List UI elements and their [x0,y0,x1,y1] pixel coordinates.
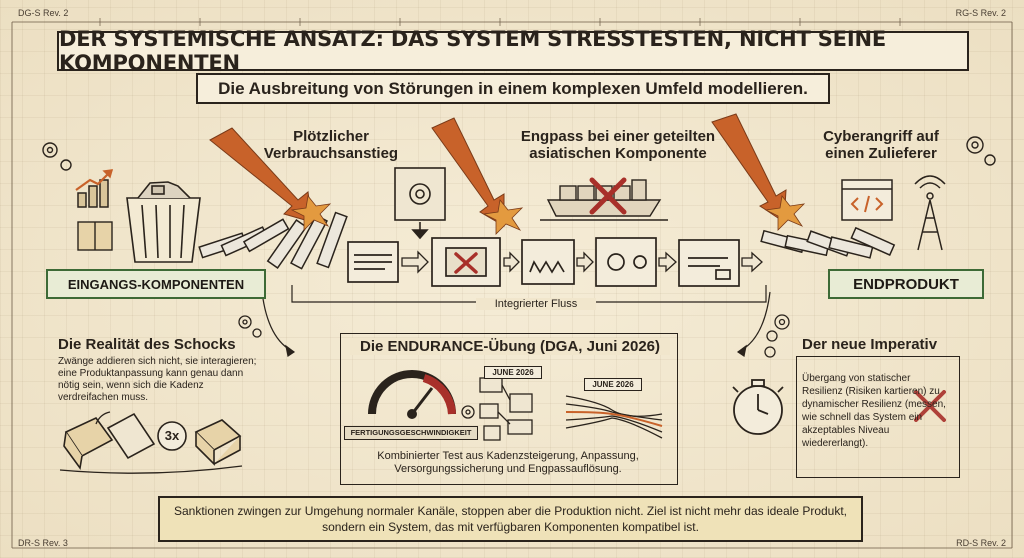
corner-label-bottom-left: DR-S Rev. 3 [18,538,68,548]
flow-arrows [401,250,763,274]
process-box-1 [347,241,399,283]
impact-burst [290,195,806,235]
panel-imperative-title: Der neue Imperativ [802,336,938,353]
corner-label-top-right: RG-S Rev. 2 [955,8,1006,18]
process-box-5 [678,239,740,287]
domino-chain-right [760,226,896,259]
curved-arrow-left [261,291,296,357]
blocked-x-icon [914,390,946,422]
radio-tower-icon [914,175,946,251]
speed-gauge-icon [368,370,456,419]
blocked-x-icon [589,177,627,215]
footer-note: Sanktionen zwingen zur Umgehung normaler… [158,496,863,542]
panel-imperative-frame [796,356,960,478]
end-product-banner: ENDPRODUKT [828,269,984,299]
cargo-box-icon [194,419,242,466]
blocked-x-icon [454,252,478,274]
multiplier-circle [157,421,187,451]
growth-chart-icon [75,169,114,208]
gear-icon [238,314,790,358]
cyber-window-icon [841,179,893,221]
flowchart-icon [479,377,533,441]
gear-icon [42,142,72,171]
stopwatch-icon [732,379,784,435]
shock-label-component-shortage: Engpass bei einer geteilten asiatischen … [520,128,716,162]
gear-icon [461,405,475,419]
corner-label-top-left: DG-S Rev. 2 [18,8,69,18]
panel-endurance-frame [340,333,678,485]
gear-icon [966,136,996,166]
curved-arrow-right [736,291,771,357]
integrated-flow-label: Integrierter Fluss [476,298,596,310]
parcel-icon [77,221,113,251]
cargo-box-icon [106,412,156,460]
cargo-box-icon [63,416,114,471]
domino-chain-left [198,211,348,270]
input-components-banner: EINGANGS-KOMPONENTEN [46,269,266,299]
shock-label-demand-spike: Plötzlicher Verbrauchsanstieg [263,128,399,162]
process-box-2-blocked [431,237,501,287]
panel-shock-reality-title: Die Realität des Schocks [58,336,236,353]
corner-label-bottom-right: RD-S Rev. 2 [956,538,1006,548]
multiplier-label: 3x [164,428,180,443]
panel-shock-reality-text: Zwänge addieren sich nicht, sie interagi… [58,356,257,403]
date-tag-1: JUNE 2026 [484,366,542,379]
page-subtitle: Die Ausbreitung von Störungen in einem k… [196,73,830,104]
shock-arrow-right [711,113,787,223]
panel-endurance-title: Die ENDURANCE-Übung (DGA, Juni 2026) [350,338,670,355]
shock-label-cyberattack: Cyberangriff auf einen Zulieferer [823,128,939,162]
gauge-label: FERTIGUNGSGESCHWINDIGKEIT [344,426,478,440]
process-box-3 [521,239,575,285]
process-box-4 [595,237,657,287]
shock-arrow-left [209,127,313,223]
flow-lines-icon [565,395,663,439]
date-tag-2: JUNE 2026 [584,378,642,391]
parts-bin-icon [126,181,201,263]
machine-gear-icon [394,167,446,240]
panel-endurance-caption: Kombinierter Test aus Kadenzsteigerung, … [377,450,639,475]
panel-imperative-text: Übergang von statischer Resilienz (Risik… [802,373,946,449]
